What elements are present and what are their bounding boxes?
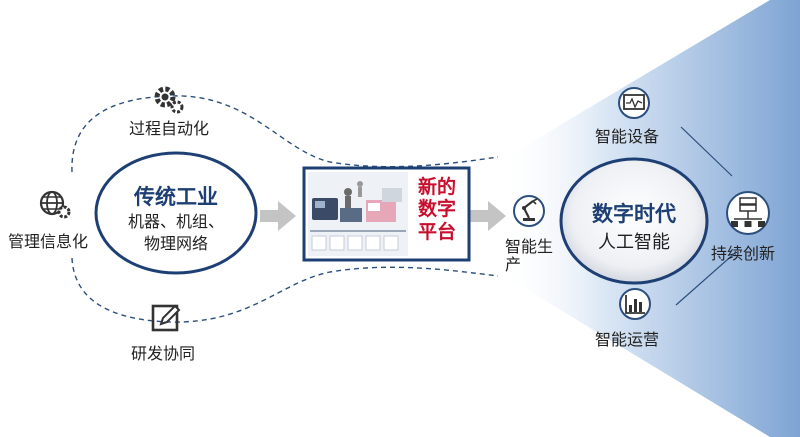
bar-chart-icon — [619, 288, 651, 320]
continuous-innovation-label: 持续创新 — [711, 244, 776, 263]
platform-line3: 平台 — [417, 220, 456, 243]
monitor-icon — [618, 87, 650, 119]
smart-production-line2: 产 — [505, 255, 522, 275]
digital-era-title: 数字时代 — [592, 202, 676, 226]
platform-line2: 数字 — [417, 198, 456, 221]
dashed-curve-top — [71, 95, 499, 173]
management-info-label: 管理信息化 — [8, 232, 89, 251]
arrow-platform-to-right — [469, 201, 506, 231]
smart-production-line1: 智能生 — [505, 237, 554, 256]
process-automation-label: 过程自动化 — [129, 119, 210, 138]
connector-equipment-innovation — [680, 126, 733, 177]
platform-line1: 新的 — [417, 176, 456, 198]
server-network-icon — [726, 191, 770, 235]
traditional-industry-ellipse — [94, 151, 258, 275]
rd-collaboration-label: 研发协同 — [131, 344, 196, 363]
platform-box — [302, 166, 471, 262]
smart-production-label: 智能生 产 — [505, 237, 554, 275]
globe-gear-icon — [39, 190, 71, 219]
new-digital-platform-text: 新的 数字 平台 — [409, 176, 465, 243]
factory-illustration — [308, 172, 408, 256]
digital-era-text: 数字时代 人工智能 — [566, 198, 702, 254]
connector-operation-innovation — [675, 251, 737, 306]
dashed-curve-bottom — [71, 257, 499, 323]
traditional-industry-line2: 物理网络 — [143, 233, 208, 253]
traditional-industry-line1: 机器、机组、 — [127, 212, 224, 231]
traditional-industry-text: 传统工业 机器、机组、 物理网络 — [100, 181, 252, 254]
digital-era-subtitle: 人工智能 — [598, 232, 670, 253]
edit-icon — [151, 304, 181, 332]
robot-arm-icon — [513, 195, 545, 227]
traditional-industry-title: 传统工业 — [134, 185, 218, 209]
smart-operation-label: 智能运营 — [595, 330, 660, 349]
arrow-left-to-platform — [260, 201, 296, 231]
gear-icon — [154, 86, 184, 114]
digital-era-ellipse — [559, 157, 709, 285]
smart-equipment-label: 智能设备 — [595, 127, 660, 146]
